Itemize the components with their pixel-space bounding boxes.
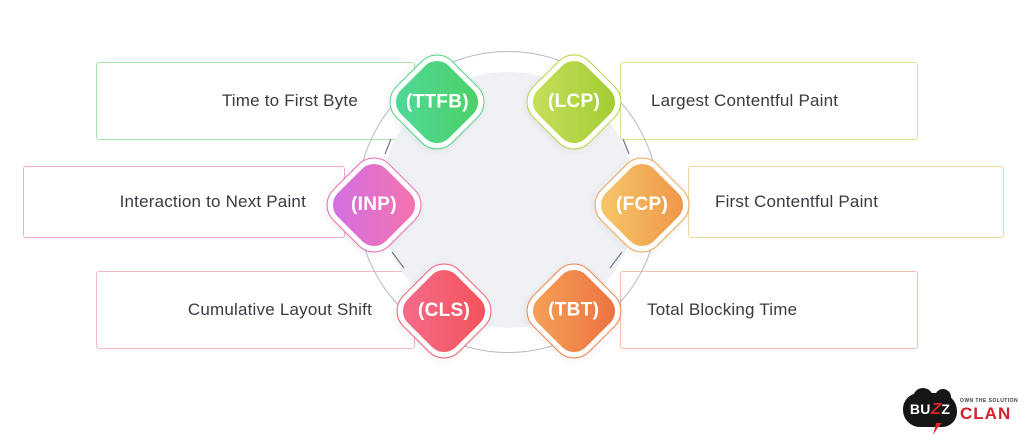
lightning-bolt-icon <box>933 423 942 435</box>
metric-label: Total Blocking Time <box>647 300 798 319</box>
buzzclan-logo: BU Z Z Own the Solution CLAN <box>903 386 1021 435</box>
diamond-inp-abbr: (INP) <box>351 193 397 215</box>
metric-label: Time to First Byte <box>221 91 358 110</box>
logo-text-z: Z <box>941 401 951 417</box>
metric-label: Interaction to Next Paint <box>119 192 306 211</box>
metric-label: Cumulative Layout Shift <box>187 300 372 319</box>
label-box-fcp: First Contentful Paint <box>688 166 1004 238</box>
label-box-inp: Interaction to Next Paint <box>23 166 345 238</box>
logo-text-clan: CLAN <box>960 404 1012 423</box>
metric-label: Largest Contentful Paint <box>651 91 839 110</box>
logo-word-buzz: BU Z Z <box>910 401 950 419</box>
label-box-ttfb: Time to First Byte <box>96 62 415 140</box>
logo-text-bu: BU <box>909 401 931 417</box>
diamond-ttfb-abbr: (TTFB) <box>405 91 469 112</box>
diamond-fcp-abbr: (FCP) <box>615 194 669 215</box>
diamond-cls-abbr: (CLS) <box>417 300 471 321</box>
metric-label: First Contentful Paint <box>715 192 879 211</box>
logo-tagline: Own the Solution <box>960 398 1019 404</box>
label-box-cls: Cumulative Layout Shift <box>96 271 415 349</box>
logo-cloud-shape: BU Z Z <box>903 388 957 435</box>
label-box-tbt: Total Blocking Time <box>620 271 918 349</box>
logo-right-block: Own the Solution CLAN <box>960 398 1018 422</box>
label-box-lcp: Largest Contentful Paint <box>620 62 918 140</box>
diamond-lcp-abbr: (LCP) <box>547 91 601 112</box>
diamond-tbt-abbr: (TBT) <box>548 300 600 321</box>
